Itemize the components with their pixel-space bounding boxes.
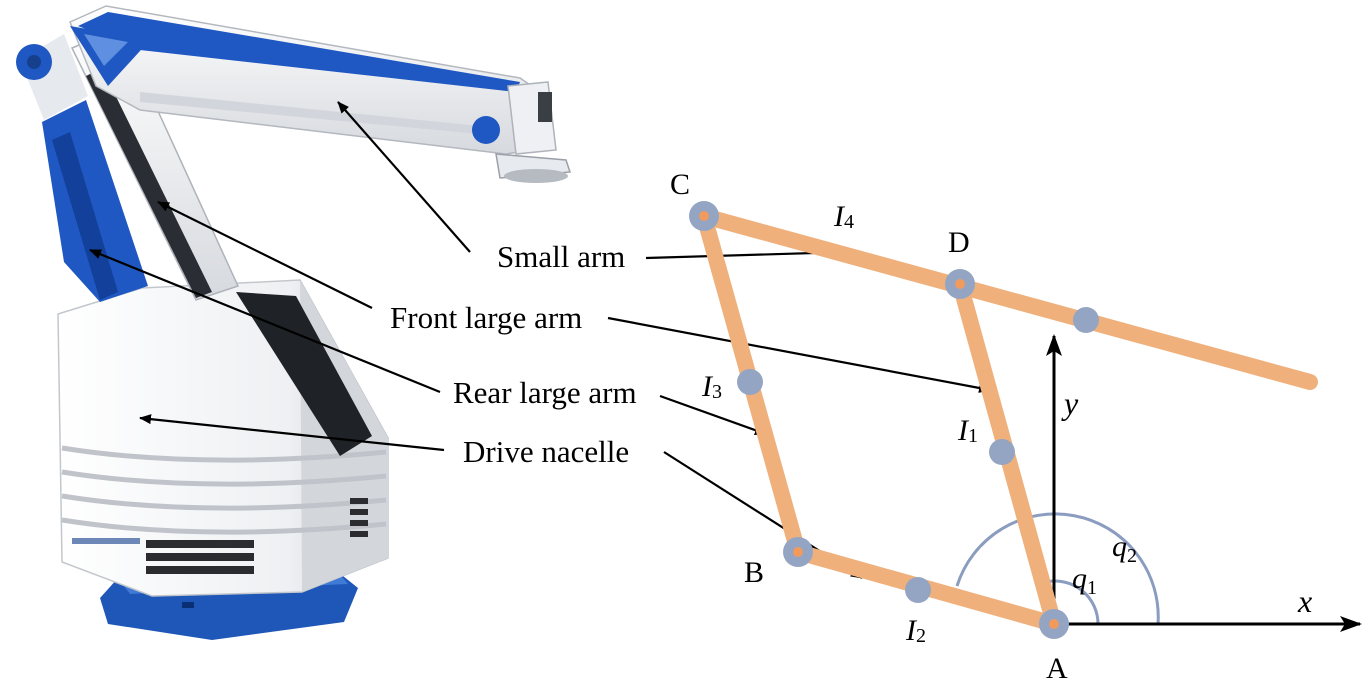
axis-label-x: x	[1297, 583, 1312, 619]
joint-C	[689, 201, 719, 231]
angle-label-q2: q2	[1112, 530, 1137, 567]
axis-label-y: y	[1061, 385, 1079, 421]
arrow-front-large-arm-to-diagram	[607, 316, 991, 393]
arrow-rear-large-arm-to-diagram	[659, 394, 767, 436]
joint-A	[1039, 609, 1069, 639]
point-label-C: C	[670, 168, 690, 201]
callout-small-arm: Small arm	[497, 239, 625, 274]
marker-l2	[905, 577, 931, 603]
robot-illustration	[16, 5, 572, 640]
arrow-small-arm-to-photo	[337, 101, 471, 253]
kinematic-diagram: C D B A I4 I3 I1 I2 q2 q1 y x	[670, 168, 1362, 685]
point-label-D: D	[948, 226, 970, 259]
link-label-l2: I2	[905, 614, 926, 647]
callout-drive-nacelle: Drive nacelle	[463, 434, 629, 469]
marker-l3	[737, 369, 763, 395]
marker-l1	[989, 439, 1015, 465]
robot-small-arm	[16, 5, 572, 183]
angle-label-q1: q1	[1072, 562, 1097, 599]
link-label-l1: I1	[957, 414, 978, 447]
link-label-l4: I4	[833, 200, 854, 233]
point-label-A: A	[1046, 652, 1068, 685]
angle-arc-q2	[955, 512, 1160, 625]
arrow-front-large-arm-to-photo	[157, 201, 373, 309]
link-label-l3: I3	[701, 370, 722, 403]
arrow-drive-nacelle-to-photo	[139, 414, 445, 452]
callout-front-large-arm: Front large arm	[390, 300, 582, 335]
joint-B	[783, 537, 813, 567]
link-l4	[696, 208, 1318, 390]
callout-rear-large-arm: Rear large arm	[453, 375, 637, 410]
arrow-rear-large-arm-to-photo	[89, 248, 441, 394]
robot-rear-large-arm	[20, 34, 148, 302]
marker-l4	[1073, 307, 1099, 333]
joint-D	[945, 269, 975, 299]
point-label-B: B	[744, 556, 764, 589]
